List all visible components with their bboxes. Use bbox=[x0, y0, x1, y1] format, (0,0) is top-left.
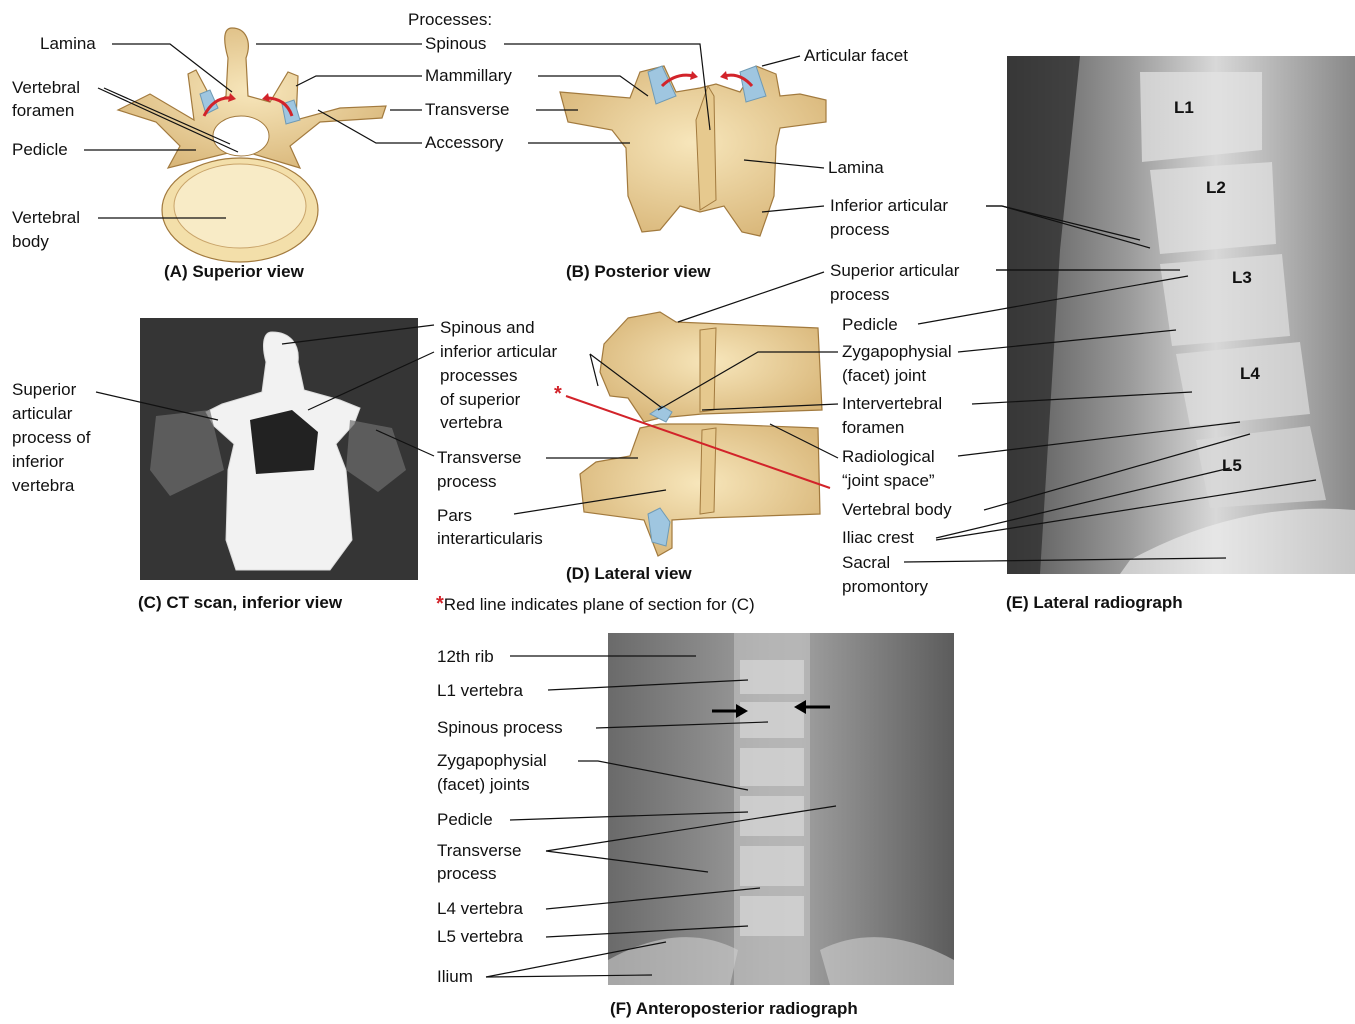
label-spinous-inferior-2: inferior articular bbox=[440, 340, 557, 364]
caption-d: (D) Lateral view bbox=[566, 564, 692, 584]
label-pedicle-a: Pedicle bbox=[12, 138, 68, 162]
label-vertebral-body-2: body bbox=[12, 230, 49, 254]
label-transverse-d-2: process bbox=[437, 470, 497, 494]
panel-a-illustration bbox=[118, 28, 386, 262]
label-pedicle-d: Pedicle bbox=[842, 313, 898, 337]
label-transverse-f-1: Transverse bbox=[437, 839, 521, 863]
label-superior-articular-c-5: vertebra bbox=[12, 474, 74, 498]
label-accessory: Accessory bbox=[425, 131, 503, 155]
label-lamina-a: Lamina bbox=[40, 32, 96, 56]
label-l1-vertebra: L1 vertebra bbox=[437, 679, 523, 703]
label-radiological-2: “joint space” bbox=[842, 469, 935, 493]
label-transverse: Transverse bbox=[425, 98, 509, 122]
panel-d-illustration bbox=[580, 312, 822, 556]
panel-c-ct-scan bbox=[140, 318, 418, 580]
label-level-l5: L5 bbox=[1222, 456, 1242, 476]
label-intervertebral-2: foramen bbox=[842, 416, 904, 440]
label-spinous-inferior-5: vertebra bbox=[440, 411, 502, 435]
label-level-l4: L4 bbox=[1240, 364, 1260, 384]
label-zygapophysial-2: (facet) joint bbox=[842, 364, 926, 388]
caption-e: (E) Lateral radiograph bbox=[1006, 593, 1183, 613]
label-spinous-process-f: Spinous process bbox=[437, 716, 563, 740]
label-pars-2: interarticularis bbox=[437, 527, 543, 551]
caption-a: (A) Superior view bbox=[164, 262, 304, 282]
caption-b: (B) Posterior view bbox=[566, 262, 711, 282]
label-radiological-1: Radiological bbox=[842, 445, 935, 469]
red-plane-marker: * bbox=[554, 382, 562, 406]
label-ilium: Ilium bbox=[437, 965, 473, 989]
label-superior-articular-c-2: articular bbox=[12, 402, 72, 426]
label-superior-articular-c-1: Superior bbox=[12, 378, 76, 402]
label-pars-1: Pars bbox=[437, 504, 472, 528]
label-zyg-joints-1: Zygapophysial bbox=[437, 749, 547, 773]
label-level-l1: L1 bbox=[1174, 98, 1194, 118]
label-zyg-joints-2: (facet) joints bbox=[437, 773, 530, 797]
footnote: *Red line indicates plane of section for… bbox=[436, 592, 755, 617]
label-level-l3: L3 bbox=[1232, 268, 1252, 288]
label-mammillary: Mammillary bbox=[425, 64, 512, 88]
footnote-text: Red line indicates plane of section for … bbox=[444, 595, 755, 614]
label-vertebral-foramen-2: foramen bbox=[12, 99, 74, 123]
label-superior-articular-d-2: process bbox=[830, 283, 890, 307]
label-vertebral-body-d: Vertebral body bbox=[842, 498, 952, 522]
label-level-l2: L2 bbox=[1206, 178, 1226, 198]
label-spinous-inferior-4: of superior bbox=[440, 388, 520, 412]
label-sacral-1: Sacral bbox=[842, 551, 890, 575]
label-sacral-2: promontory bbox=[842, 575, 928, 599]
label-inferior-articular-1: Inferior articular bbox=[830, 194, 948, 218]
panel-b-illustration bbox=[560, 66, 826, 236]
label-transverse-f-2: process bbox=[437, 862, 497, 886]
label-inferior-articular-2: process bbox=[830, 218, 890, 242]
label-transverse-d-1: Transverse bbox=[437, 446, 521, 470]
label-l4-vertebra: L4 vertebra bbox=[437, 897, 523, 921]
label-spinous: Spinous bbox=[425, 32, 486, 56]
label-spinous-inferior-1: Spinous and bbox=[440, 316, 535, 340]
panel-e-radiograph bbox=[1007, 56, 1355, 574]
panel-f-radiograph bbox=[608, 633, 954, 985]
label-iliac-crest: Iliac crest bbox=[842, 526, 914, 550]
label-l5-vertebra: L5 vertebra bbox=[437, 925, 523, 949]
label-vertebral-foramen-1: Vertebral bbox=[12, 76, 80, 100]
label-processes-heading: Processes: bbox=[408, 8, 492, 32]
label-pedicle-f: Pedicle bbox=[437, 808, 493, 832]
label-superior-articular-c-4: inferior bbox=[12, 450, 64, 474]
caption-f: (F) Anteroposterior radiograph bbox=[610, 999, 858, 1019]
label-intervertebral-1: Intervertebral bbox=[842, 392, 942, 416]
label-superior-articular-c-3: process of bbox=[12, 426, 90, 450]
label-articular-facet: Articular facet bbox=[804, 44, 908, 68]
label-lamina-b: Lamina bbox=[828, 156, 884, 180]
label-zygapophysial-1: Zygapophysial bbox=[842, 340, 952, 364]
label-vertebral-body-1: Vertebral bbox=[12, 206, 80, 230]
label-12th-rib: 12th rib bbox=[437, 645, 494, 669]
footnote-star: * bbox=[436, 593, 444, 615]
label-spinous-inferior-3: processes bbox=[440, 364, 517, 388]
caption-c: (C) CT scan, inferior view bbox=[138, 593, 342, 613]
label-superior-articular-d-1: Superior articular bbox=[830, 259, 959, 283]
